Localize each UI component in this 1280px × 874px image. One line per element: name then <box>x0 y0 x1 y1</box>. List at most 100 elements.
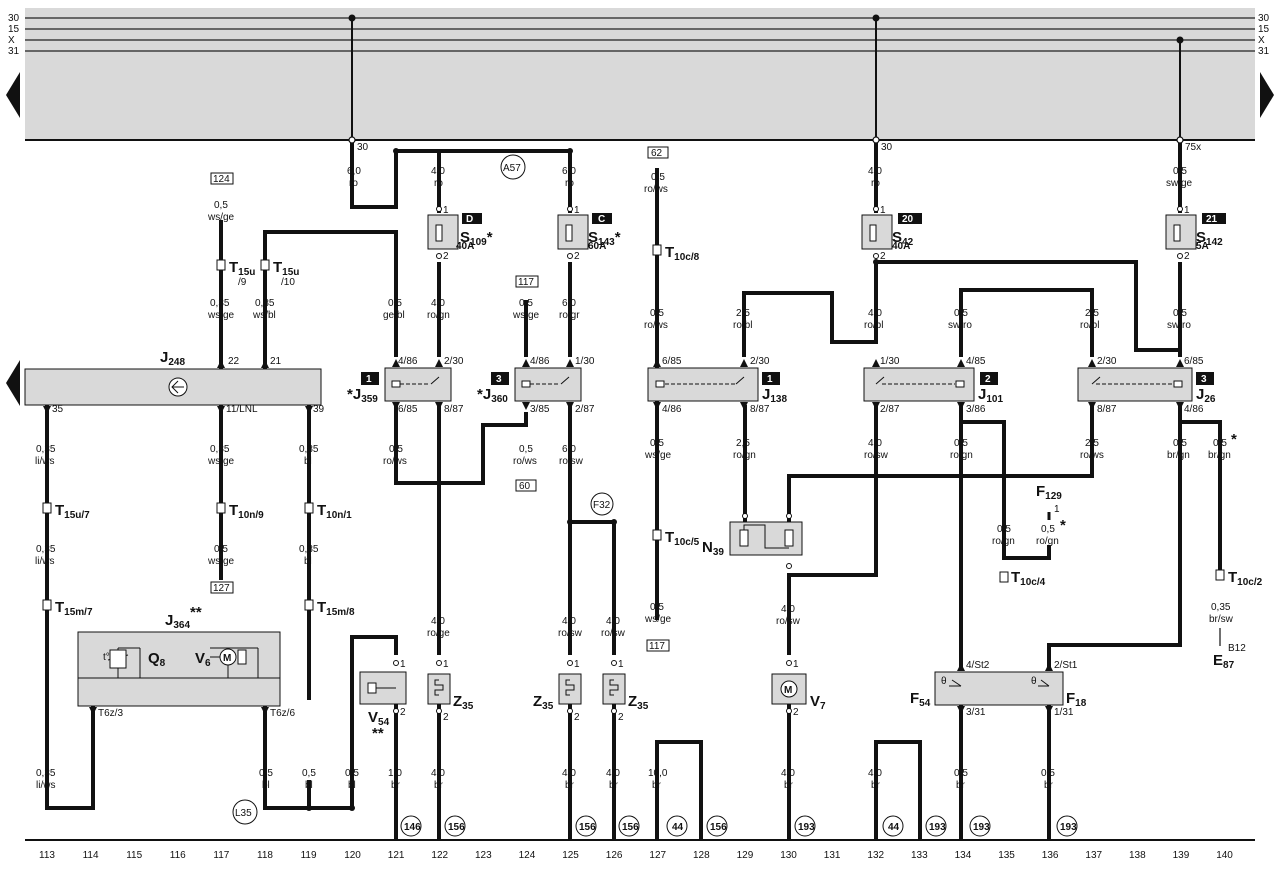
svg-text:4/86: 4/86 <box>662 404 682 415</box>
svg-text:1: 1 <box>1184 205 1190 216</box>
svg-text:ws/ge: ws/ge <box>207 556 235 567</box>
svg-text:br: br <box>871 780 881 791</box>
svg-text:br: br <box>391 780 401 791</box>
next-page-arrow-icon[interactable] <box>1260 72 1274 118</box>
svg-text:0,35: 0,35 <box>210 298 230 309</box>
svg-text:br/gn: br/gn <box>1208 450 1231 461</box>
svg-text:ws/ge: ws/ge <box>207 456 235 467</box>
svg-text:1/30: 1/30 <box>575 356 595 367</box>
svg-text:0,5: 0,5 <box>1173 308 1187 319</box>
relay-j138: 1 J138 6/85 2/30 4/86 8/87 <box>647 356 787 415</box>
ref-boxes: 124 117 62 60 127 117 <box>210 146 670 652</box>
svg-text:br: br <box>1044 780 1054 791</box>
fuse-s143: C S143* 60A <box>557 213 621 252</box>
svg-text:0,5: 0,5 <box>1041 768 1055 779</box>
svg-text:br: br <box>434 780 444 791</box>
svg-text:2/87: 2/87 <box>880 404 900 415</box>
rail-label-31-left: 31 <box>8 46 20 57</box>
svg-text:4,0: 4,0 <box>562 616 576 627</box>
svg-text:ro/bl: ro/bl <box>733 320 752 331</box>
svg-text:ro/ws: ro/ws <box>1080 450 1104 461</box>
svg-text:ro/gn: ro/gn <box>733 450 756 461</box>
fuse-s109: D S109* 40A <box>427 213 493 252</box>
svg-text:ro/ws: ro/ws <box>513 456 537 467</box>
svg-text:193: 193 <box>798 822 815 833</box>
svg-text:ws/ge: ws/ge <box>207 212 235 223</box>
svg-text:T15m/8: T15m/8 <box>317 599 355 618</box>
svg-text:40A: 40A <box>456 241 474 252</box>
column-number: 113 <box>39 850 55 861</box>
svg-text:4,0: 4,0 <box>781 604 795 615</box>
column-number: 138 <box>1129 850 1146 861</box>
svg-text:ro/gn: ro/gn <box>427 310 450 321</box>
svg-text:Z35: Z35 <box>533 693 554 712</box>
svg-text:bl: bl <box>305 780 313 791</box>
svg-text:4,0: 4,0 <box>606 616 620 627</box>
svg-text:0,5: 0,5 <box>1213 438 1227 449</box>
svg-text:ro/ge: ro/ge <box>427 628 450 639</box>
svg-text:2/30: 2/30 <box>1097 356 1117 367</box>
svg-text:2/87: 2/87 <box>575 404 595 415</box>
relay-j359: 1 *J359 4/86 2/30 6/85 8/87 <box>347 356 464 415</box>
svg-text:N39: N39 <box>702 539 724 558</box>
column-number: 136 <box>1042 850 1059 861</box>
svg-text:ws/ge: ws/ge <box>207 310 235 321</box>
svg-text:0,5: 0,5 <box>650 602 664 613</box>
svg-text:br: br <box>784 780 794 791</box>
svg-text:L35: L35 <box>235 808 252 819</box>
column-number: 134 <box>955 850 972 861</box>
rail-label-15-right: 15 <box>1258 24 1270 35</box>
svg-text:1: 1 <box>793 659 799 670</box>
svg-text:V54: V54 <box>368 709 390 728</box>
svg-text:θ: θ <box>941 676 947 687</box>
column-number: 124 <box>519 850 536 861</box>
svg-text:0,35: 0,35 <box>36 444 56 455</box>
svg-text:1: 1 <box>880 205 886 216</box>
svg-text:ws/ge: ws/ge <box>512 310 540 321</box>
svg-text:0,5: 0,5 <box>302 768 316 779</box>
svg-text:T10c/4: T10c/4 <box>1011 569 1046 588</box>
svg-text:4,0: 4,0 <box>431 166 445 177</box>
svg-text:ro/ws: ro/ws <box>644 320 668 331</box>
column-number: 132 <box>867 850 884 861</box>
svg-text:J364**: J364** <box>165 604 202 631</box>
svg-text:br: br <box>652 780 662 791</box>
svg-text:1: 1 <box>574 205 580 216</box>
svg-text:0,5: 0,5 <box>214 200 228 211</box>
svg-text:sw/ro: sw/ro <box>1167 320 1191 331</box>
resistor-n39: N39 <box>702 521 803 558</box>
svg-text:/9: /9 <box>238 277 247 288</box>
svg-text:2: 2 <box>618 712 624 723</box>
svg-text:60: 60 <box>519 481 531 492</box>
svg-text:156: 156 <box>710 822 727 833</box>
svg-text:0,35: 0,35 <box>36 768 56 779</box>
column-number: 139 <box>1173 850 1190 861</box>
column-number: 133 <box>911 850 928 861</box>
svg-text:0,35: 0,35 <box>36 544 56 555</box>
svg-text:ro/ws: ro/ws <box>644 184 668 195</box>
rail-label-x-left: X <box>8 35 15 46</box>
svg-text:6/85: 6/85 <box>662 356 682 367</box>
svg-text:4,0: 4,0 <box>431 768 445 779</box>
previous-page-arrow-icon[interactable] <box>6 72 20 118</box>
svg-text:156: 156 <box>622 822 639 833</box>
power-rails <box>25 17 1255 52</box>
svg-text:T6z/3: T6z/3 <box>98 708 123 719</box>
svg-text:3/85: 3/85 <box>530 404 550 415</box>
rail-label-31-right: 31 <box>1258 46 1270 57</box>
svg-text:0,5: 0,5 <box>1173 166 1187 177</box>
svg-text:*J359: *J359 <box>347 386 378 405</box>
svg-text:br: br <box>609 780 619 791</box>
svg-text:156: 156 <box>448 822 465 833</box>
svg-text:D: D <box>466 214 473 225</box>
svg-text:bl: bl <box>304 556 312 567</box>
fuse-s142: 21 S142 5A <box>1165 213 1226 252</box>
svg-text:Z35: Z35 <box>453 693 474 712</box>
svg-text:6,0: 6,0 <box>562 298 576 309</box>
svg-text:0,5: 0,5 <box>519 298 533 309</box>
svg-text:V7: V7 <box>810 693 826 712</box>
svg-text:T10c/2: T10c/2 <box>1228 569 1263 588</box>
svg-text:4,0: 4,0 <box>868 768 882 779</box>
column-number: 114 <box>83 850 99 861</box>
